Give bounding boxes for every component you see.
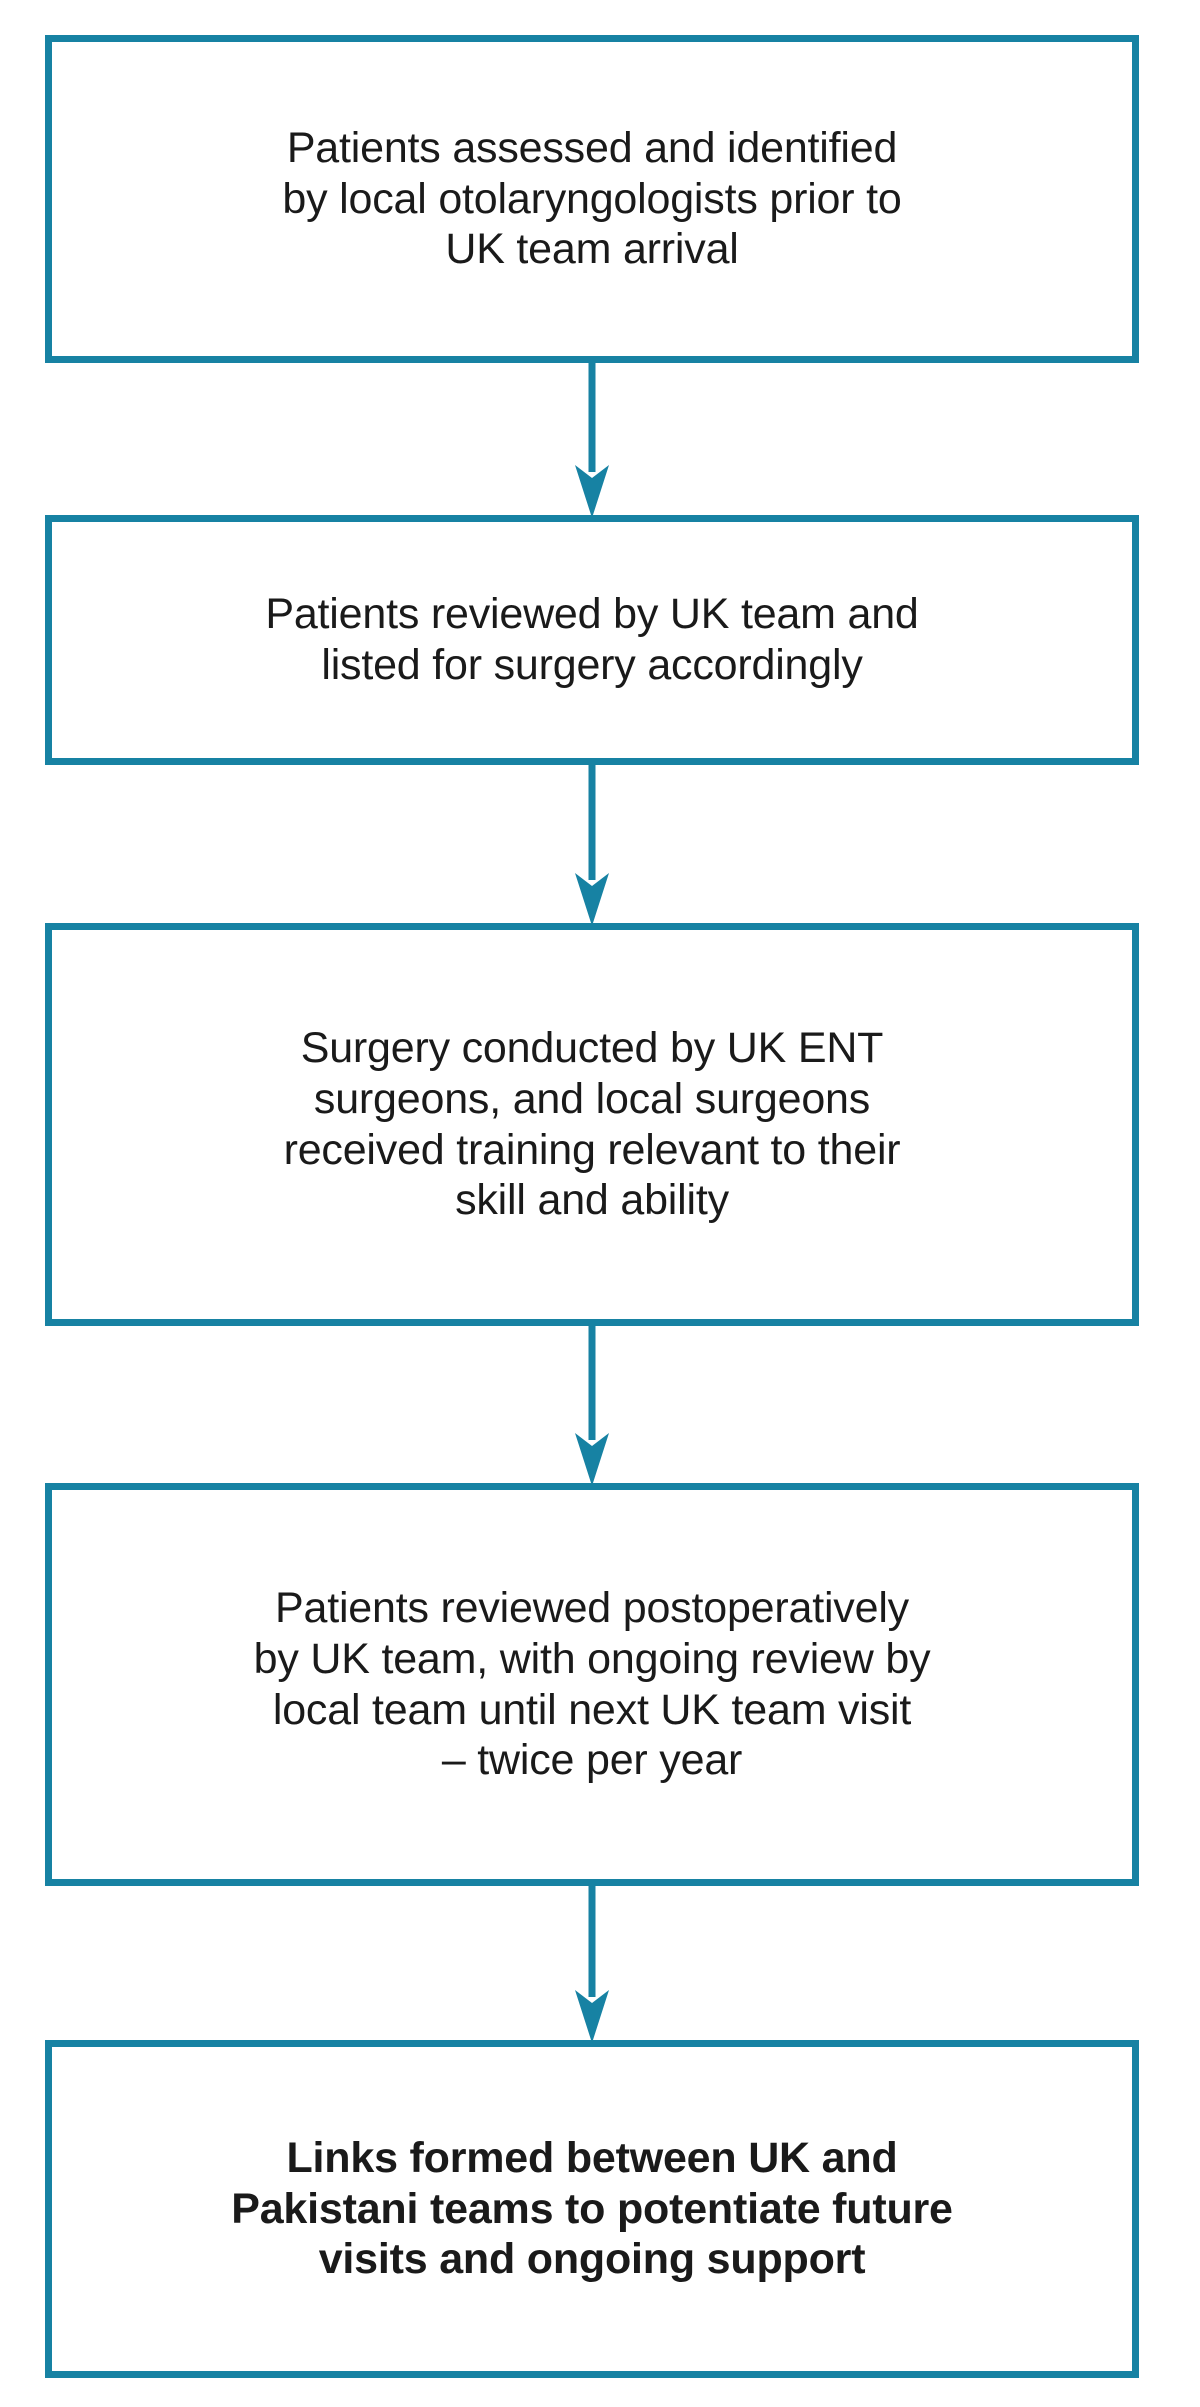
flowchart-connector-1: [566, 360, 618, 518]
flowchart-node-5-label: Links formed between UK and Pakistani te…: [231, 2133, 953, 2284]
flowchart-node-1-label: Patients assessed and identified by loca…: [282, 123, 902, 274]
flowchart-connector-4: [566, 1882, 618, 2043]
flowchart-node-4: Patients reviewed postoperatively by UK …: [45, 1483, 1139, 1886]
flowchart-node-3-label: Surgery conducted by UK ENT surgeons, an…: [283, 1024, 901, 1225]
flowchart-node-5: Links formed between UK and Pakistani te…: [45, 2040, 1139, 2378]
down-arrow-icon: [575, 360, 609, 518]
down-arrow-icon: [575, 762, 609, 926]
down-arrow-icon: [575, 1882, 609, 2043]
flowchart-node-2: Patients reviewed by UK team and listed …: [45, 515, 1139, 765]
flowchart-node-1: Patients assessed and identified by loca…: [45, 35, 1139, 363]
flowchart-node-2-label: Patients reviewed by UK team and listed …: [265, 590, 919, 689]
flowchart-connector-2: [566, 762, 618, 926]
down-arrow-icon: [575, 1322, 609, 1486]
flowchart-connector-3: [566, 1322, 618, 1486]
flowchart-node-4-label: Patients reviewed postoperatively by UK …: [253, 1584, 931, 1785]
flowchart-node-3: Surgery conducted by UK ENT surgeons, an…: [45, 923, 1139, 1326]
